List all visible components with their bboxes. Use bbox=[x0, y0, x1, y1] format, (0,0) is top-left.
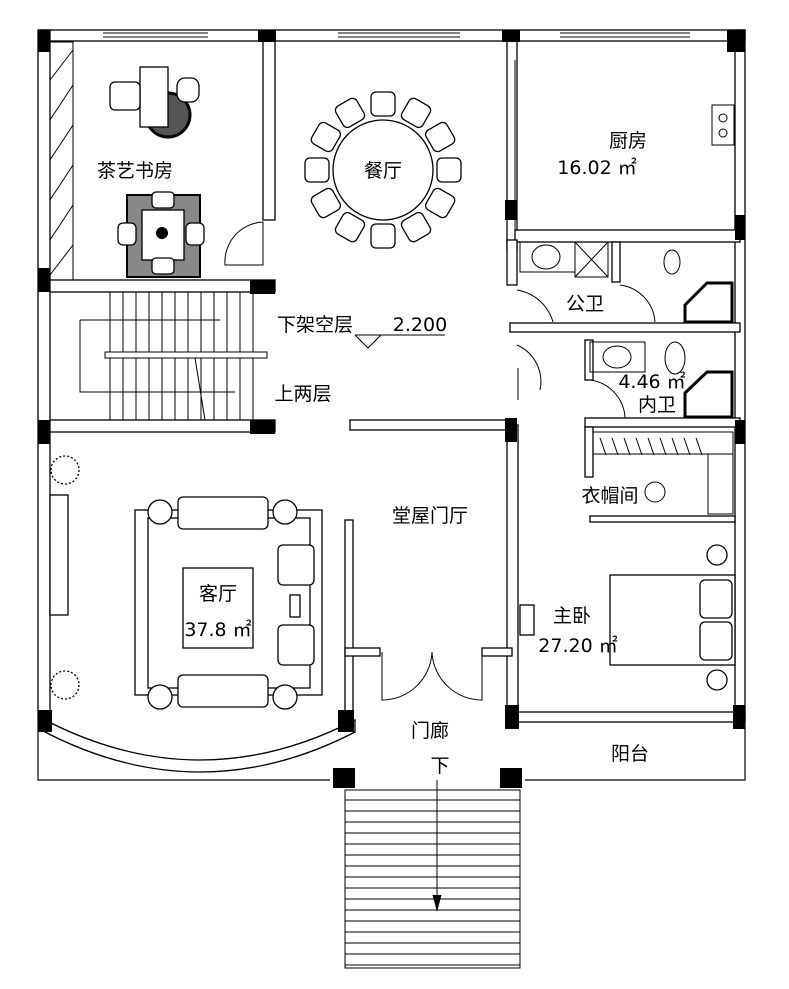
living-furniture bbox=[49, 455, 323, 710]
label-public-bath: 公卫 bbox=[566, 293, 604, 315]
wall-entry-lower-left bbox=[344, 647, 381, 657]
master-bed bbox=[519, 544, 736, 691]
label-living-area: 37.8 ㎡ bbox=[184, 618, 251, 641]
label-dining: 餐厅 bbox=[364, 160, 402, 182]
dining-chair bbox=[310, 121, 342, 153]
dining-chair bbox=[334, 211, 366, 243]
dining-chair bbox=[310, 187, 342, 219]
dining-chair bbox=[436, 157, 462, 183]
wall-kitchen-bottom bbox=[514, 229, 741, 243]
dining-chair bbox=[400, 97, 432, 129]
study-desk bbox=[109, 66, 200, 139]
label-master-area: 27.20 ㎡ bbox=[538, 634, 617, 657]
wall-wc-mid bbox=[611, 241, 621, 283]
porch-stairs bbox=[344, 780, 521, 969]
main-stairs bbox=[79, 292, 268, 421]
wall-hall-partition bbox=[349, 419, 508, 431]
wall-entry-lower-right bbox=[481, 647, 513, 657]
dining-table bbox=[304, 91, 462, 249]
dining-chair bbox=[400, 211, 432, 243]
wall-top bbox=[39, 29, 746, 42]
label-hall: 堂屋门厅 bbox=[392, 505, 468, 527]
wall-closet-left bbox=[584, 426, 594, 478]
label-kitchen: 厨房 bbox=[609, 130, 647, 152]
bathroom-fixtures bbox=[516, 241, 734, 419]
wall-closet-bottom bbox=[589, 515, 736, 523]
wall-study-right bbox=[262, 39, 276, 221]
label-elevation: 2.200 bbox=[393, 314, 447, 336]
dining-chair bbox=[370, 91, 396, 117]
dining-chair bbox=[304, 157, 330, 183]
wall-master-bottom bbox=[506, 711, 746, 723]
windows-top bbox=[103, 32, 690, 38]
wall-stair-bottom bbox=[49, 419, 276, 433]
label-void: 下架空层 bbox=[277, 314, 353, 336]
label-stairs-up: 上两层 bbox=[274, 383, 331, 405]
dining-chair bbox=[424, 121, 456, 153]
elevation-marker bbox=[354, 334, 445, 349]
tea-table bbox=[117, 191, 205, 278]
wall-ensuite-bottom bbox=[584, 417, 741, 428]
dining-chair bbox=[334, 97, 366, 129]
wall-left bbox=[37, 29, 51, 721]
wall-wc-left bbox=[506, 239, 518, 286]
living-label-box bbox=[182, 567, 254, 649]
wall-master-left bbox=[506, 424, 519, 721]
wall-wc-bottom bbox=[509, 322, 741, 333]
wall-ensuite-left bbox=[584, 339, 594, 381]
dining-chair bbox=[370, 223, 396, 249]
label-living: 客厅 bbox=[199, 583, 237, 605]
label-master: 主卧 bbox=[553, 605, 591, 627]
label-down: 下 bbox=[430, 755, 449, 777]
entry-doors bbox=[381, 368, 519, 701]
columns bbox=[38, 30, 745, 788]
study-door bbox=[224, 221, 264, 266]
label-kitchen-area: 16.02 ㎡ bbox=[557, 156, 636, 179]
label-closet: 衣帽间 bbox=[581, 485, 638, 507]
wall-study-bottom bbox=[49, 279, 276, 293]
kitchen-stove bbox=[514, 60, 735, 230]
wall-right bbox=[734, 29, 746, 721]
balcony-outline bbox=[37, 720, 746, 781]
closet-rail bbox=[592, 431, 734, 515]
label-ensuite: 内卫 bbox=[638, 394, 676, 416]
wall-entry-left bbox=[344, 519, 354, 721]
label-porch: 门廊 bbox=[411, 720, 449, 742]
study-bookshelf bbox=[49, 41, 74, 281]
label-balcony: 阳台 bbox=[611, 743, 649, 765]
label-ensuite-area: 4.46 ㎡ bbox=[618, 370, 685, 393]
wall-living-curve bbox=[44, 718, 356, 773]
dining-chair bbox=[424, 187, 456, 219]
label-study: 茶艺书房 bbox=[97, 160, 173, 182]
